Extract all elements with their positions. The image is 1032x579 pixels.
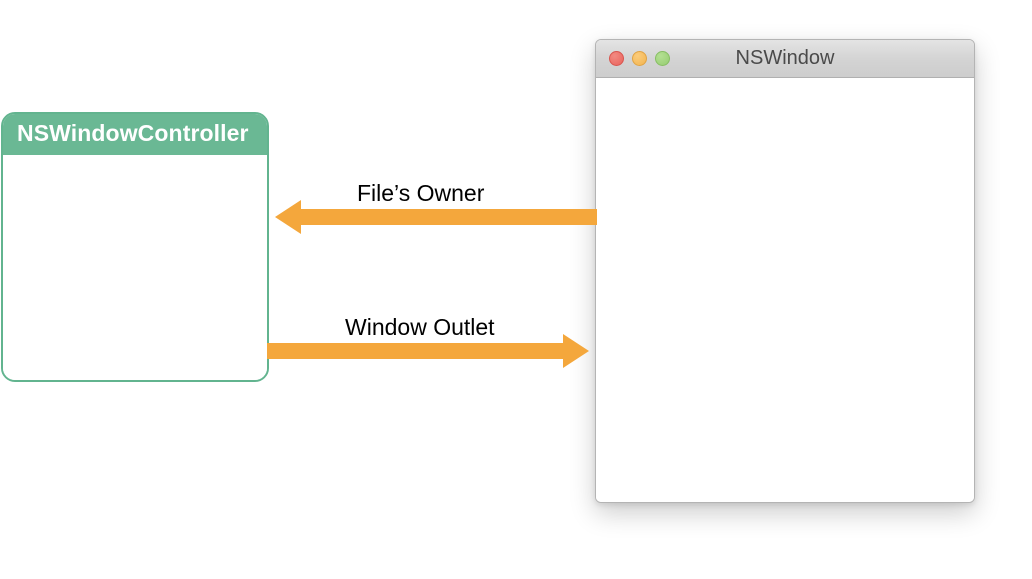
- arrow-label-window-outlet: Window Outlet: [345, 314, 495, 340]
- zoom-icon[interactable]: [655, 51, 670, 66]
- arrow-files-owner: [275, 199, 597, 235]
- nswindowcontroller-box: NSWindowController: [1, 112, 269, 382]
- nswindowcontroller-title: NSWindowController: [17, 120, 249, 146]
- close-icon[interactable]: [609, 51, 624, 66]
- nswindow: NSWindow: [595, 39, 975, 503]
- nswindow-content-area: [596, 78, 974, 502]
- nswindow-titlebar[interactable]: NSWindow: [596, 40, 974, 78]
- arrow-label-files-owner: File’s Owner: [357, 180, 485, 206]
- arrow-right-shape: [267, 334, 589, 368]
- arrow-window-outlet: [267, 333, 589, 369]
- nswindowcontroller-header: NSWindowController: [3, 114, 267, 155]
- traffic-lights: [596, 51, 670, 66]
- arrow-left-shape: [275, 200, 597, 234]
- nswindowcontroller-body: [3, 157, 267, 380]
- minimize-icon[interactable]: [632, 51, 647, 66]
